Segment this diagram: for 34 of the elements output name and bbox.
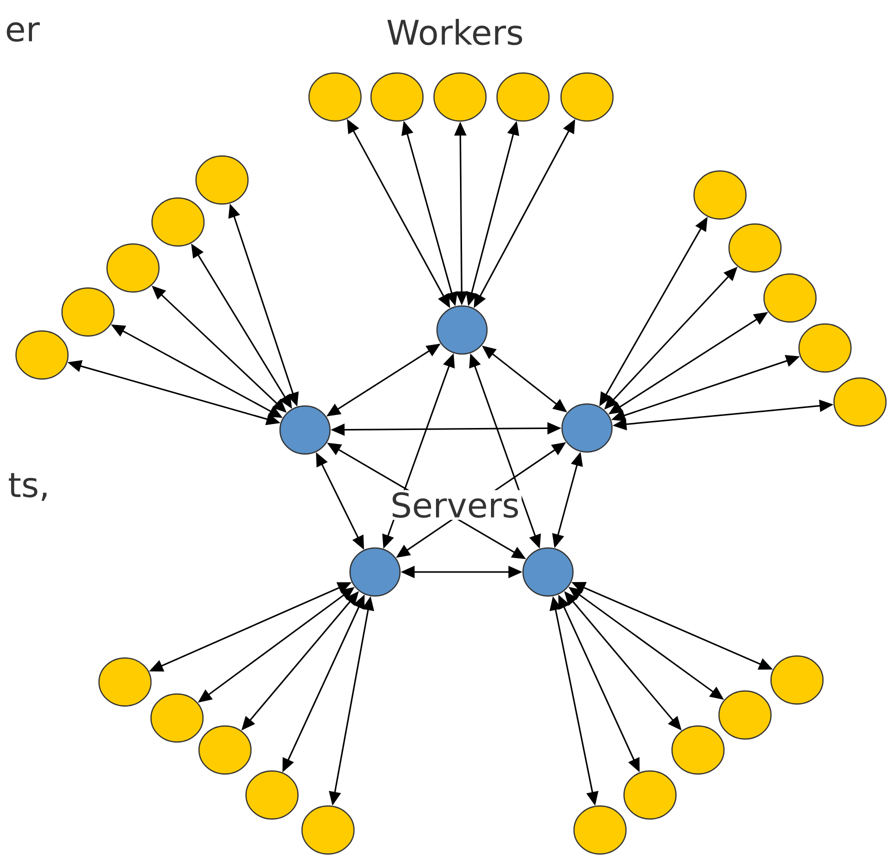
worker-circle [798,323,852,373]
worker-circle [763,273,817,323]
worker-circle [728,223,782,273]
server-circle [561,403,613,453]
worker-circle [623,770,677,820]
worker-circle [573,805,627,855]
server-circle [436,305,488,355]
worker-circle [718,690,772,740]
worker-circle [245,770,299,820]
text-label: Servers [388,490,522,520]
worker-circle [370,72,424,122]
worker-circle [61,287,115,337]
text-label: ts, [6,471,52,503]
server-circle [522,547,574,597]
worker-circle [496,72,550,122]
worker-circle [308,72,362,122]
server-circle [349,547,401,597]
worker-circle [150,693,204,743]
worker-circle [151,197,205,247]
worker-circle [301,805,355,855]
worker-circle [106,243,160,293]
text-label: er [2,20,42,44]
worker-circle [433,72,487,122]
text-label: Workers [384,16,526,48]
worker-circle [198,725,252,775]
worker-circle [833,377,887,427]
worker-circle [15,330,69,380]
worker-circle [693,170,747,220]
worker-circle [671,725,725,775]
worker-circle [195,155,249,205]
server-circle [279,405,331,455]
worker-circle [770,655,824,705]
worker-circle [98,657,152,707]
worker-circle [560,72,614,122]
